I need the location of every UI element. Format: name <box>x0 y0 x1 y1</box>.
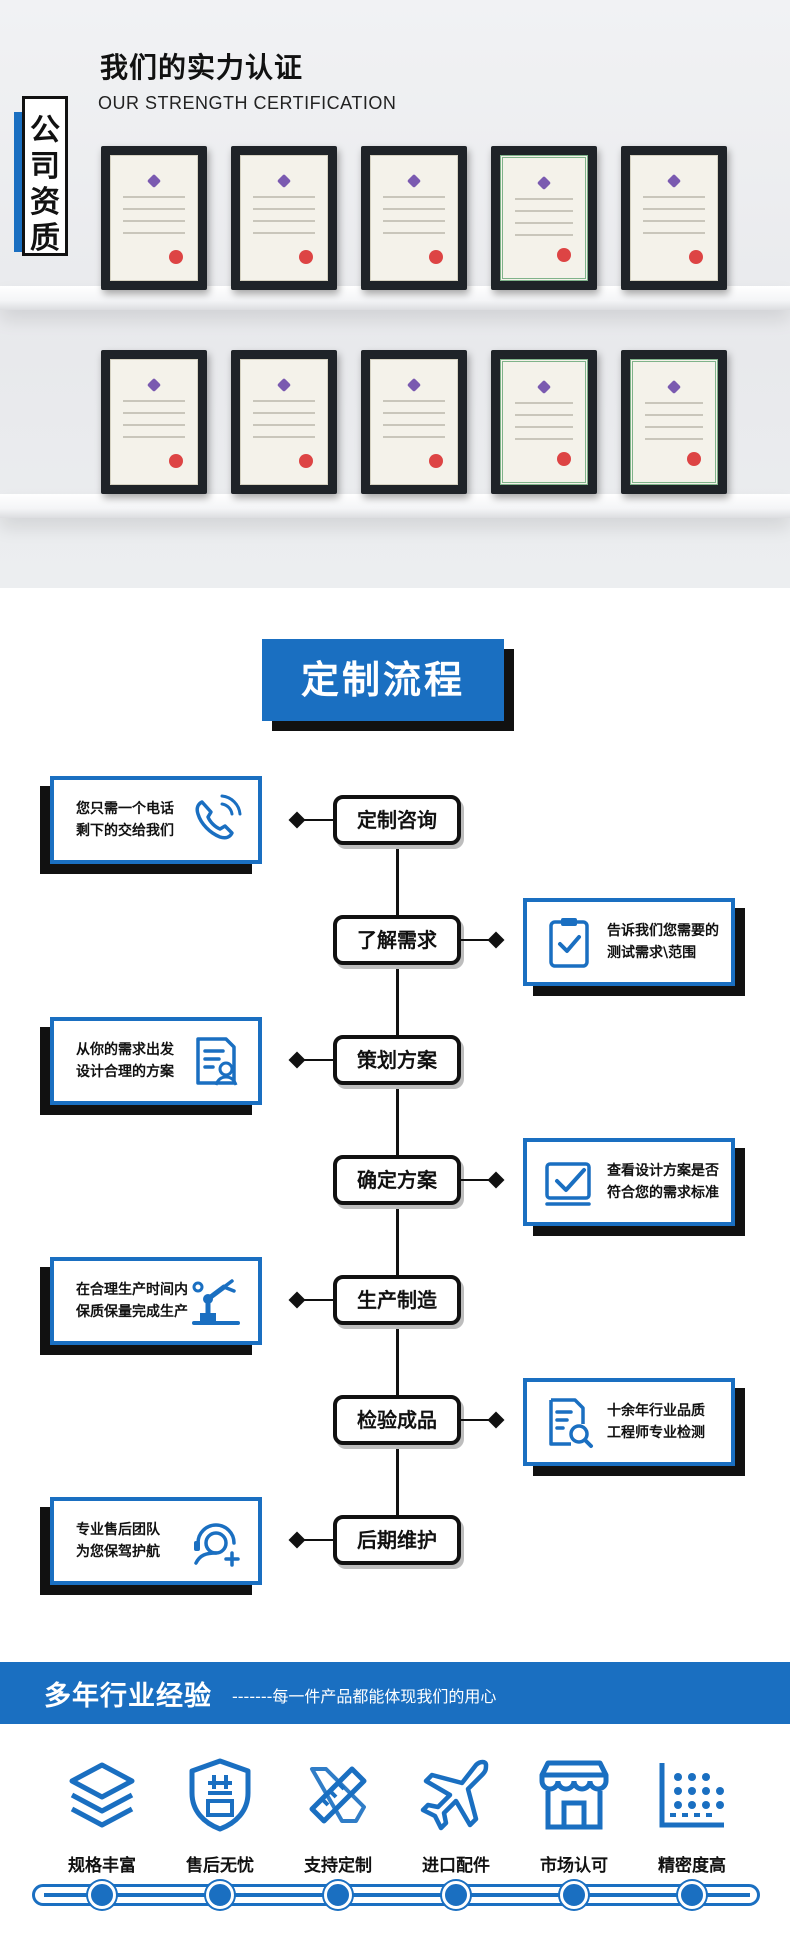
feature-label: 售后无忧 <box>186 1856 254 1876</box>
connector-line <box>461 1179 497 1181</box>
certificate-frame <box>491 350 597 494</box>
connector-line <box>296 1299 333 1301</box>
certificate-frame <box>101 350 207 494</box>
feature-after-sale: 售后无忧 <box>165 1755 275 1876</box>
track-dot <box>88 1881 116 1909</box>
card-understand: 告诉我们您需要的 测试需求\范围 <box>523 898 745 996</box>
feature-label: 市场认可 <box>540 1856 608 1876</box>
card-maintain: 专业售后团队 为您保驾护航 <box>40 1497 262 1595</box>
experience-title: 多年行业经验 <box>44 1681 212 1712</box>
checkbox-icon <box>545 1162 591 1206</box>
ruler-pencil-icon <box>309 1766 367 1824</box>
step-maintain: 后期维护 <box>333 1515 461 1565</box>
headset-support-icon <box>194 1523 240 1567</box>
certificate-frame <box>231 350 337 494</box>
phone-icon <box>195 794 242 840</box>
step-confirm: 确定方案 <box>333 1155 461 1205</box>
feature-specs: 规格丰富 <box>47 1755 157 1876</box>
shelf-top <box>0 286 790 310</box>
vertical-char: 司 <box>30 149 60 184</box>
card-plan: 从你的需求出发 设计合理的方案 <box>40 1017 262 1115</box>
layers-icon <box>69 1762 135 1828</box>
feature-precision: 精密度高 <box>637 1755 747 1876</box>
experience-banner <box>0 1662 790 1724</box>
step-produce: 生产制造 <box>333 1275 461 1325</box>
connector-line <box>296 1059 333 1061</box>
clipboard-check-icon <box>549 918 589 968</box>
step-consult: 定制咨询 <box>333 795 461 845</box>
card-confirm: 查看设计方案是否 符合您的需求标准 <box>523 1138 745 1236</box>
connector-line <box>296 819 333 821</box>
vertical-char: 资 <box>30 185 60 220</box>
card-text: 您只需一个电话 剩下的交给我们 <box>76 801 174 839</box>
certification-subtitle: OUR STRENGTH CERTIFICATION <box>98 93 397 113</box>
track-dot <box>560 1881 588 1909</box>
shelf-bottom <box>0 494 790 518</box>
card-produce: 在合理生产时间内 保质保量完成生产 <box>40 1257 262 1355</box>
connector-line <box>461 939 497 941</box>
step-inspect: 检验成品 <box>333 1395 461 1445</box>
airplane-icon <box>420 1759 489 1831</box>
feature-track-line <box>44 1893 750 1897</box>
shield-sale-icon <box>189 1758 251 1832</box>
vertical-char: 公 <box>30 113 60 148</box>
card-consult: 您只需一个电话 剩下的交给我们 <box>40 776 262 874</box>
feature-custom: 支持定制 <box>283 1755 393 1876</box>
connector-line <box>296 1539 333 1541</box>
certificate-frame <box>361 146 467 290</box>
card-text: 在合理生产时间内 保质保量完成生产 <box>76 1282 188 1320</box>
process-title: 定制流程 <box>262 639 504 721</box>
card-text: 从你的需求出发 设计合理的方案 <box>76 1042 174 1080</box>
connector-line <box>461 1419 497 1421</box>
track-dot <box>206 1881 234 1909</box>
card-text: 十余年行业品质 工程师专业检测 <box>607 1403 705 1441</box>
feature-label: 进口配件 <box>422 1856 490 1876</box>
robot-arm-icon <box>192 1279 240 1325</box>
vertical-char: 质 <box>30 221 60 256</box>
card-inspect: 十余年行业品质 工程师专业检测 <box>523 1378 745 1476</box>
feature-market: 市场认可 <box>519 1755 629 1876</box>
storefront-icon <box>539 1760 609 1830</box>
certificate-frame <box>101 146 207 290</box>
feature-label: 支持定制 <box>304 1856 372 1876</box>
card-text: 查看设计方案是否 符合您的需求标准 <box>607 1163 719 1201</box>
document-user-icon <box>196 1037 238 1086</box>
certificate-frame <box>491 146 597 290</box>
feature-label: 规格丰富 <box>68 1856 136 1876</box>
track-dot <box>442 1881 470 1909</box>
certificate-frame <box>621 350 727 494</box>
certificate-frame <box>361 350 467 494</box>
certification-section: 我们的实力认证 OUR STRENGTH CERTIFICATION 公 司 资… <box>0 0 790 588</box>
precision-chart-icon <box>659 1763 724 1828</box>
card-text: 专业售后团队 为您保驾护航 <box>76 1522 160 1560</box>
company-qualification-label: 公 司 资 质 <box>22 96 68 256</box>
feature-imported: 进口配件 <box>401 1755 511 1876</box>
step-plan: 策划方案 <box>333 1035 461 1085</box>
card-text: 告诉我们您需要的 测试需求\范围 <box>607 923 719 961</box>
step-understand: 了解需求 <box>333 915 461 965</box>
experience-subtitle: -------每一件产品都能体现我们的用心 <box>232 1687 497 1706</box>
track-dot <box>678 1881 706 1909</box>
certification-title: 我们的实力认证 <box>100 51 304 84</box>
certificate-frame <box>231 146 337 290</box>
certificate-frame <box>621 146 727 290</box>
feature-label: 精密度高 <box>658 1856 726 1876</box>
vertical-label-accent <box>14 112 22 252</box>
document-search-icon <box>549 1398 593 1448</box>
track-dot <box>324 1881 352 1909</box>
